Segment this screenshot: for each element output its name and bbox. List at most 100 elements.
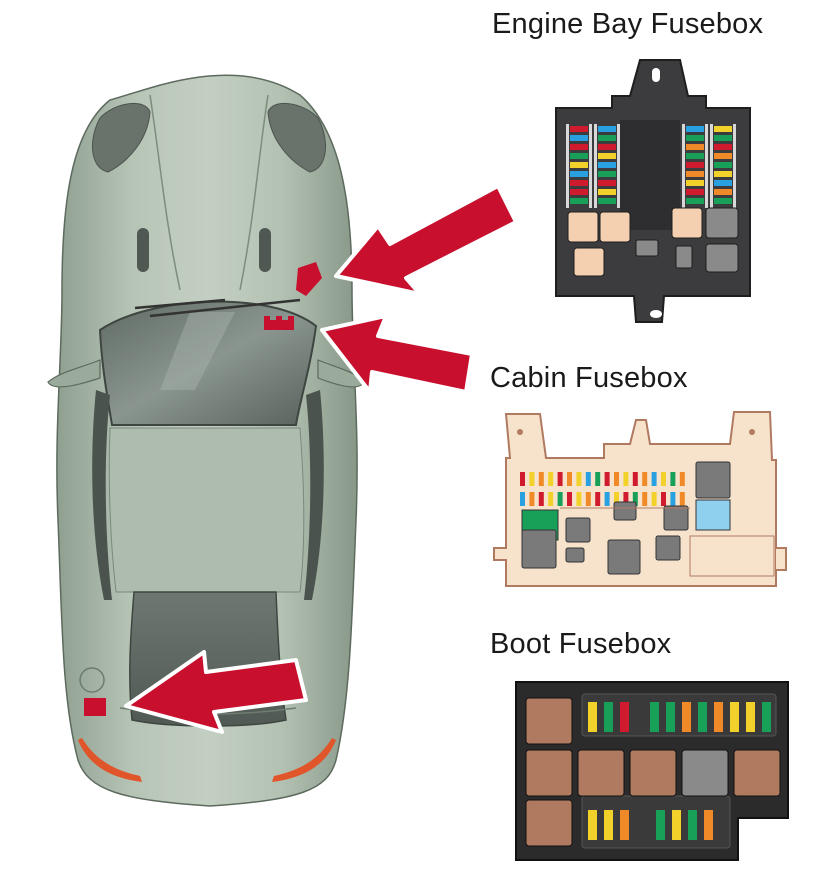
fuse (548, 472, 554, 486)
relay (671, 207, 703, 239)
fuse (656, 810, 665, 840)
fuse (679, 492, 685, 506)
fuse (588, 810, 597, 840)
fuse (620, 810, 629, 840)
fuse (570, 198, 588, 204)
cabin-fuse-array (520, 472, 685, 506)
fuse (620, 702, 629, 732)
fuse (529, 472, 535, 486)
fuse (651, 472, 657, 486)
fuse (651, 492, 657, 506)
relay (675, 245, 693, 269)
right-side-window (304, 390, 324, 600)
fuse (604, 472, 610, 486)
fuse (604, 810, 613, 840)
fuse (661, 492, 666, 506)
cabin-mount-hole (517, 429, 523, 435)
fuse-terminal-strip (682, 124, 685, 208)
fuse (704, 810, 713, 840)
fuse-terminal-strip (710, 124, 713, 208)
fuse (661, 472, 666, 486)
fuse (570, 144, 588, 150)
fuse (650, 702, 659, 732)
fuse (570, 162, 588, 168)
fuse (686, 189, 704, 195)
fuse (598, 171, 616, 177)
fuse (682, 702, 691, 732)
fuse (714, 171, 732, 177)
fuse (623, 492, 629, 506)
boot-fusebox (515, 681, 789, 861)
fuse (686, 144, 704, 150)
fuse (598, 135, 616, 141)
fuse (632, 492, 638, 506)
fuse (598, 144, 616, 150)
car-top-view (47, 74, 365, 807)
boot-relay (577, 749, 625, 797)
relay (599, 211, 631, 243)
cabin-relay (607, 539, 641, 575)
fuse (538, 492, 544, 506)
windscreen-reflection (160, 312, 235, 390)
boot-fusebox-label: Boot Fusebox (490, 628, 672, 660)
fuse (670, 492, 676, 506)
bonnet-line-left (149, 94, 181, 291)
boot-relay (629, 749, 677, 797)
cabin-fusebox (493, 411, 787, 587)
fuse (632, 472, 638, 486)
fuse (714, 144, 732, 150)
pointer-arrows (124, 184, 518, 734)
fuse (598, 153, 616, 159)
fuse (604, 702, 613, 732)
fuse (730, 702, 739, 732)
engine-box-mount-slot (652, 68, 660, 82)
fuse (604, 492, 610, 506)
engine-bay-marker (296, 262, 322, 296)
fuse (548, 492, 554, 506)
fuse (672, 810, 681, 840)
fuse (529, 492, 535, 506)
boot-relay (525, 799, 573, 847)
fuse (714, 702, 723, 732)
wipers (134, 298, 301, 318)
fuse (570, 180, 588, 186)
fuse (666, 702, 675, 732)
relay (705, 207, 739, 239)
fuse-terminal-strip (617, 124, 620, 208)
right-bonnet-vent (259, 228, 271, 272)
boot-marker (84, 698, 106, 716)
roof (108, 427, 305, 593)
cabin-relay (655, 535, 681, 561)
fuse (686, 171, 704, 177)
left-headlight (91, 102, 151, 173)
engine-bay-fusebox-label: Engine Bay Fusebox (492, 8, 764, 40)
fuse (538, 472, 544, 486)
boot-arrow (124, 650, 308, 734)
engine-box-bottom-slot (650, 310, 662, 318)
fuse (614, 492, 619, 506)
fuse (686, 135, 704, 141)
boot-fuse-array (588, 702, 771, 840)
right-headlight (267, 102, 327, 173)
fuse-terminal-strip (589, 124, 592, 208)
fuse (570, 126, 588, 132)
fuse-terminal-strip (594, 124, 597, 208)
fuse (686, 198, 704, 204)
fuse (670, 472, 676, 486)
engine-bay-arrow (334, 184, 518, 296)
fuse (688, 810, 697, 840)
fuse-terminal-strip (733, 124, 736, 208)
fuse (595, 492, 601, 506)
fuse (576, 472, 582, 486)
fuse (588, 702, 597, 732)
left-tail-light (78, 738, 142, 782)
fuse (686, 153, 704, 159)
fuse (686, 162, 704, 168)
fuse (686, 180, 704, 186)
relay (573, 247, 605, 277)
fuse (686, 126, 704, 132)
fuse (598, 162, 616, 168)
boot-relay (525, 697, 573, 745)
fuse (714, 135, 732, 141)
cabin-module (695, 499, 731, 531)
